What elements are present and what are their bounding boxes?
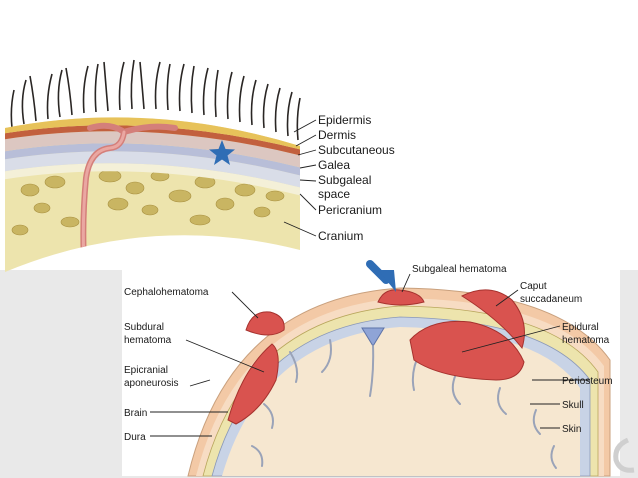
label-epicranial-2: aponeurosis: [124, 378, 178, 389]
hematoma-diagram: Cephalohematoma Subgaleal hematoma Caput…: [122, 262, 620, 476]
label-subgaleal-hematoma: Subgaleal hematoma: [412, 264, 507, 275]
label-skin: Skin: [562, 424, 581, 435]
label-galea: Galea: [318, 158, 350, 172]
label-epidural-1: Epidural: [562, 322, 599, 333]
label-caput-1: Caput: [520, 281, 547, 292]
label-epidermis: Epidermis: [318, 113, 371, 127]
label-dermis: Dermis: [318, 128, 356, 142]
label-subgaleal-space-2: space: [318, 187, 350, 201]
scalp-diagram: Epidermis Dermis Subcutaneous Galea Subg…: [0, 60, 395, 290]
label-subcutaneous: Subcutaneous: [318, 143, 395, 157]
label-cephalohematoma: Cephalohematoma: [124, 287, 209, 298]
label-caput-2: succadaneum: [520, 294, 582, 305]
label-subgaleal-space-1: Subgaleal: [318, 173, 371, 187]
label-skull: Skull: [562, 400, 584, 411]
label-epicranial-1: Epicranial: [124, 365, 168, 376]
label-epidural-2: hematoma: [562, 335, 610, 346]
label-brain: Brain: [124, 408, 147, 419]
label-pericranium: Pericranium: [318, 203, 382, 217]
label-periosteum: Periosteum: [562, 376, 613, 387]
label-cranium: Cranium: [318, 229, 363, 243]
label-subdural-1: Subdural: [124, 322, 164, 333]
label-subdural-2: hematoma: [124, 335, 172, 346]
label-dura: Dura: [124, 432, 146, 443]
